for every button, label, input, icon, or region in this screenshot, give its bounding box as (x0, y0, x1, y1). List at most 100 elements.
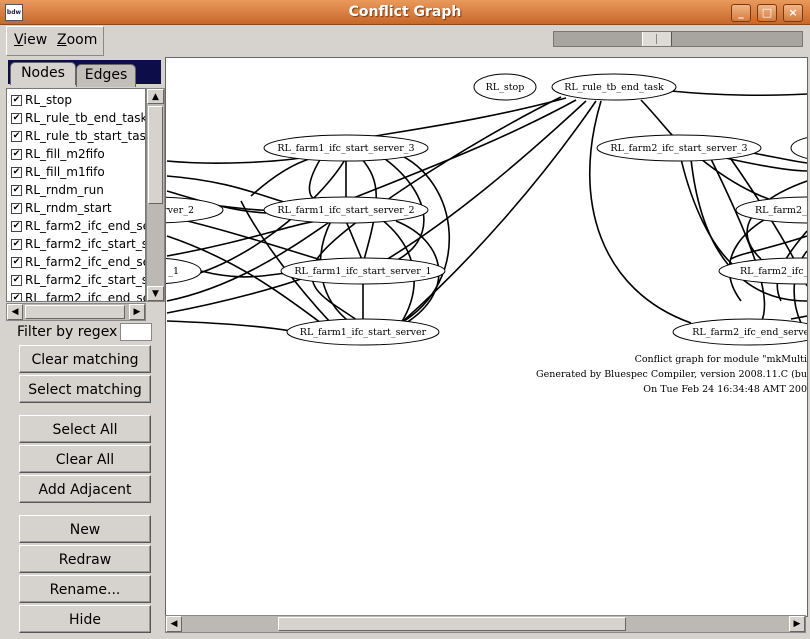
node-label: RL_farm2_ifc_start_server_3 (610, 143, 747, 154)
select-matching-button[interactable]: Select matching (19, 375, 151, 403)
list-item[interactable]: ✔RL_rndm_start (11, 201, 112, 215)
graph-edge (690, 158, 807, 302)
new-button[interactable]: New (19, 515, 151, 543)
graph-node (735, 196, 807, 224)
graph-edge (345, 99, 577, 202)
clear-all-button[interactable]: Clear All (19, 445, 151, 473)
graph-nodes (166, 73, 807, 346)
graph-edge (166, 175, 292, 205)
caption-line: On Tue Feb 24 16:34:48 AMT 200 (643, 384, 807, 395)
title-bar: bdw Conflict Graph _ □ × (0, 0, 810, 25)
scroll-up-icon[interactable]: ▲ (147, 89, 164, 104)
graph-edge (345, 220, 364, 263)
add-adjacent-button[interactable]: Add Adjacent (19, 475, 151, 503)
graph-edge (730, 235, 807, 260)
hide-button[interactable]: Hide (19, 605, 151, 633)
graph-edge (360, 157, 378, 264)
scroll-thumb[interactable] (148, 106, 163, 204)
filter-regex-input[interactable] (120, 323, 152, 341)
checkbox[interactable]: ✔ (11, 185, 22, 196)
checkbox[interactable]: ✔ (11, 95, 22, 106)
menu-zoom[interactable]: Zoom (57, 32, 98, 48)
graph-node (280, 257, 446, 285)
node-label: RL_farm1_ifc_start_server_1 (294, 266, 431, 277)
zoom-slider-handle[interactable] (642, 32, 672, 46)
rename-button[interactable]: Rename... (19, 575, 151, 603)
node-list[interactable]: ✔RL_stop ✔RL_rule_tb_end_task ✔RL_rule_t… (6, 88, 146, 302)
graph-node (263, 134, 429, 162)
list-item[interactable]: ✔RL_fill_m2fifo (11, 147, 105, 161)
list-item[interactable]: ✔RL_fill_m1fifo (11, 165, 105, 179)
tab-edges[interactable]: Edges (76, 64, 136, 87)
graph-edge (720, 156, 807, 172)
checkbox[interactable]: ✔ (11, 239, 22, 250)
graph-canvas[interactable]: RL_stop RL_rule_tb_end_task RL_farm1_ifc… (165, 57, 808, 617)
node-label: RL_farm2_ifc_ (740, 266, 807, 277)
graph-edge (308, 157, 322, 202)
menu-view[interactable]: View (14, 32, 48, 48)
checkbox[interactable]: ✔ (11, 149, 22, 160)
node-label: _1 (168, 266, 179, 277)
scroll-thumb[interactable] (278, 617, 626, 631)
checkbox[interactable]: ✔ (11, 113, 22, 124)
node-list-hscrollbar[interactable]: ◀ ▶ (6, 303, 146, 321)
scroll-left-icon[interactable]: ◀ (7, 304, 23, 320)
checkbox[interactable]: ✔ (11, 275, 22, 286)
graph-node (263, 196, 429, 224)
tab-nodes[interactable]: Nodes (10, 62, 76, 85)
graph-node (286, 318, 440, 346)
list-item[interactable]: ✔RL_rule_tb_end_task (11, 111, 146, 125)
checkbox[interactable]: ✔ (11, 167, 22, 178)
graph-edge (311, 96, 562, 324)
list-item[interactable]: ✔RL_rule_tb_start_task (11, 129, 146, 143)
graph-node (551, 73, 677, 101)
list-item[interactable]: ✔RL_farm2_ifc_end_server_3 (11, 219, 145, 233)
graph-edge (166, 320, 292, 332)
list-item[interactable]: ✔RL_farm2_ifc_end_server_1 (11, 291, 145, 302)
graph-edge (380, 100, 587, 264)
graph-edges (166, 90, 807, 332)
graph-node (672, 318, 807, 346)
list-item[interactable]: ✔RL_stop (11, 93, 72, 107)
node-label: RL_farm1_ifc_start_server_3 (277, 143, 414, 154)
clear-matching-button[interactable]: Clear matching (19, 345, 151, 373)
graph-edge (166, 278, 302, 314)
graph-node (596, 134, 762, 162)
graph-node (790, 137, 807, 159)
scroll-left-icon[interactable]: ◀ (166, 616, 182, 632)
scroll-down-icon[interactable]: ▼ (147, 286, 164, 301)
list-item[interactable]: ✔RL_rndm_run (11, 183, 104, 197)
caption-line: Generated by Bluespec Compiler, version … (536, 369, 807, 380)
graph-node (473, 73, 537, 101)
scroll-thumb[interactable] (25, 305, 125, 319)
list-item[interactable]: ✔RL_farm2_ifc_start_server_2 (11, 273, 146, 287)
list-item[interactable]: ✔RL_farm2_ifc_start_server_3 (11, 237, 146, 251)
scroll-right-icon[interactable]: ▶ (129, 304, 145, 320)
select-all-button[interactable]: Select All (19, 415, 151, 443)
minimize-icon[interactable]: _ (731, 4, 751, 22)
conflict-graph: RL_stop RL_rule_tb_end_task RL_farm1_ifc… (166, 73, 807, 395)
node-label: RL_stop (486, 82, 525, 93)
checkbox[interactable]: ✔ (11, 257, 22, 268)
node-list-vscrollbar[interactable]: ▲ ▼ (146, 88, 165, 302)
redraw-button[interactable]: Redraw (19, 545, 151, 573)
checkbox[interactable]: ✔ (11, 203, 22, 214)
scroll-right-icon[interactable]: ▶ (789, 616, 805, 632)
zoom-slider[interactable] (553, 31, 803, 47)
maximize-icon[interactable]: □ (757, 4, 777, 22)
app-icon: bdw (5, 4, 23, 21)
caption-line: Conflict graph for module "mkMulti (635, 354, 807, 365)
list-item[interactable]: ✔RL_farm2_ifc_end_server_2 (11, 255, 145, 269)
canvas-hscrollbar[interactable]: ◀ ▶ (165, 615, 806, 633)
checkbox[interactable]: ✔ (11, 131, 22, 142)
menu-bar: View Zoom (6, 26, 104, 56)
graph-node (718, 257, 807, 285)
graph-edge (345, 97, 567, 142)
graph-edge (790, 315, 807, 320)
checkbox[interactable]: ✔ (11, 221, 22, 232)
node-label: rver_2 (166, 205, 194, 216)
checkbox[interactable]: ✔ (11, 293, 22, 302)
close-icon[interactable]: × (783, 4, 803, 22)
graph-edge (166, 235, 322, 324)
graph-node (166, 257, 202, 285)
